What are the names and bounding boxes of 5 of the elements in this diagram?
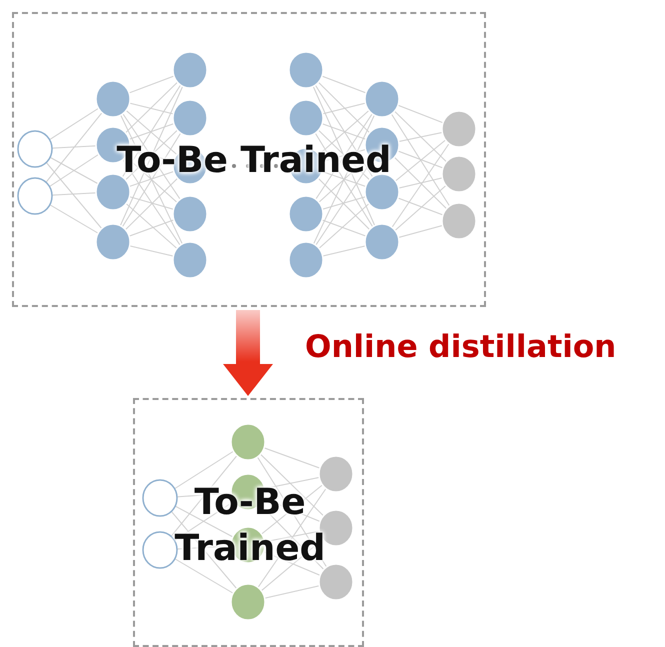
node-title: To-Be Trained <box>174 481 326 571</box>
node-title: To-Be Trained <box>116 139 392 183</box>
arrow <box>223 310 273 396</box>
network-panel <box>133 398 364 647</box>
network-panel <box>12 12 486 307</box>
